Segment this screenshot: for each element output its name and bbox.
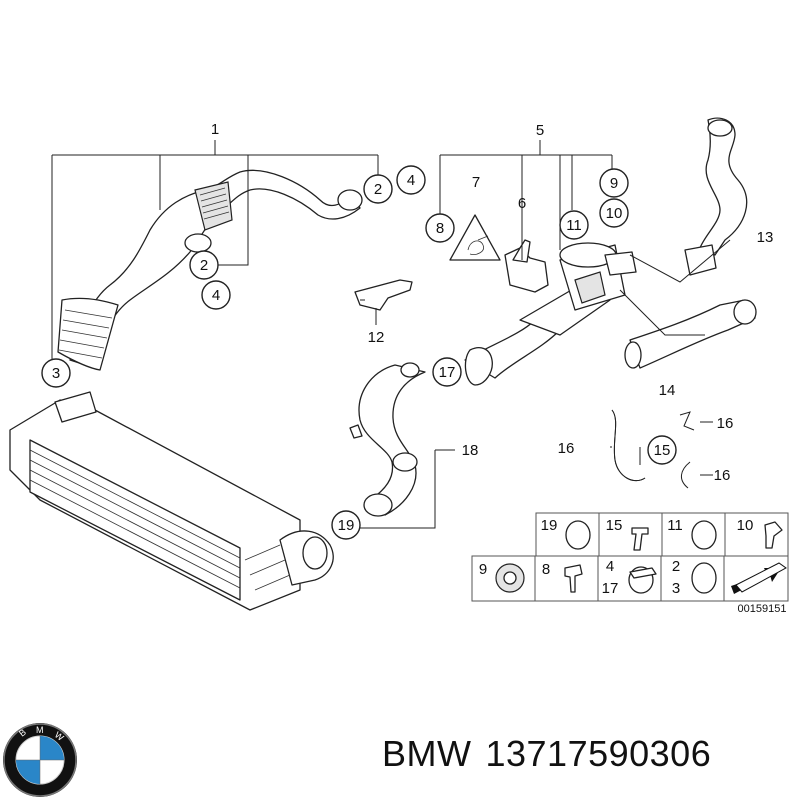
legend-10: 10: [737, 517, 754, 534]
throttle-pipe: [464, 242, 637, 386]
leader-lines: [51, 140, 731, 529]
svg-text:M: M: [36, 725, 44, 735]
svg-text:B: B: [17, 727, 28, 739]
reference-code: 00159151: [738, 603, 787, 615]
part-number: 13717590306: [485, 733, 712, 774]
callouts: 1 2 4 2 4 3 5 7 6 8 11 9 10 13 12 14 17 …: [41, 121, 774, 540]
callout-4-top: 4: [407, 172, 415, 189]
legend-15: 15: [606, 517, 623, 534]
callout-1: 1: [211, 121, 219, 138]
callout-4-mid: 4: [212, 287, 220, 304]
legend-3: 3: [672, 580, 680, 597]
callout-3: 3: [52, 365, 60, 382]
callout-11: 11: [566, 217, 582, 234]
brand-part-number: BMW 13717590306: [382, 733, 792, 783]
intercooler: [9, 391, 334, 611]
parts-legend: 19 15 11 10 9 8 4 17 2 3 00159151: [471, 512, 789, 615]
sensor-6: [504, 239, 549, 293]
brand-name: BMW: [382, 733, 472, 774]
callout-7: 7: [472, 174, 480, 191]
callout-15: 15: [654, 442, 671, 459]
warning-label-7: [449, 214, 501, 261]
callout-17: 17: [439, 364, 456, 381]
bracket-12: [354, 279, 413, 311]
callout-18: 18: [462, 442, 479, 459]
legend-8: 8: [542, 561, 550, 578]
callout-16-bottom: 16: [714, 467, 731, 484]
callout-10: 10: [606, 205, 623, 222]
legend-11: 11: [667, 517, 683, 534]
callout-12: 12: [368, 329, 385, 346]
callout-13: 13: [757, 229, 774, 246]
callout-19: 19: [338, 517, 355, 534]
callout-2-top: 2: [374, 181, 382, 198]
legend-19: 19: [541, 517, 558, 534]
callout-9: 9: [610, 175, 618, 192]
callout-14: 14: [659, 382, 676, 399]
legend-17: 17: [602, 580, 619, 597]
charge-pipe-lower: [349, 362, 426, 517]
charge-pipe-upper: [57, 169, 363, 371]
legend-4: 4: [606, 558, 614, 575]
hoses-16: [611, 409, 695, 489]
callout-2-mid: 2: [200, 257, 208, 274]
callout-16-top: 16: [717, 415, 734, 432]
callout-8: 8: [436, 220, 444, 237]
callout-5: 5: [536, 122, 544, 139]
legend-9: 9: [479, 561, 487, 578]
callout-2-circle: [363, 174, 393, 204]
callout-16-left: 16: [558, 440, 575, 457]
hose-14: [624, 299, 757, 369]
bmw-logo: B M W: [3, 723, 77, 797]
legend-2: 2: [672, 558, 680, 575]
callout-6: 6: [518, 195, 526, 212]
hose-13: [684, 117, 748, 276]
